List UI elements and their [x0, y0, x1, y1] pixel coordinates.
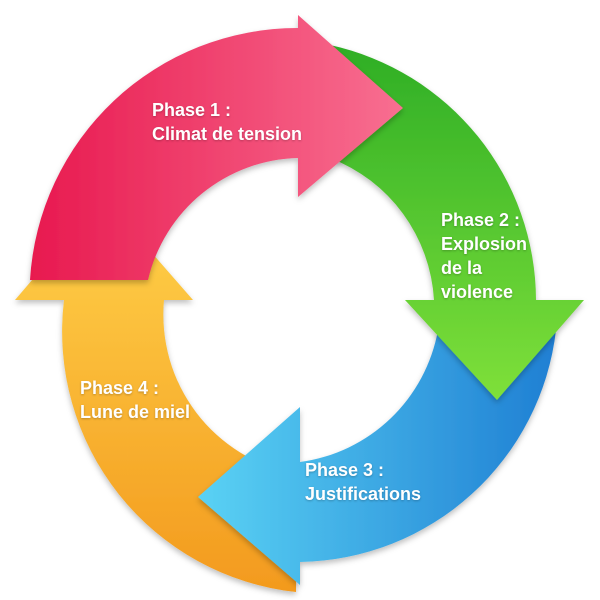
phase-2-description-line-2: de la — [441, 258, 483, 278]
phase-4-label: Phase 4 : Lune de miel — [80, 376, 190, 424]
phase-2-arrow — [330, 45, 584, 400]
phase-4-description: Lune de miel — [80, 402, 191, 422]
phase-3-description: Justifications — [305, 484, 422, 504]
phase-1-arrow — [30, 15, 403, 280]
phase-4-title: Phase 4 : — [80, 378, 160, 398]
phase-1-description: Climat de tension — [152, 124, 303, 144]
phase-1-title: Phase 1 : — [152, 100, 232, 120]
phase-3-label: Phase 3 : Justifications — [305, 458, 421, 506]
phase-2-title: Phase 2 : — [441, 210, 521, 230]
phase-2-description-line-1: Explosion — [441, 234, 528, 254]
phase-3-title: Phase 3 : — [305, 460, 385, 480]
phase-3-arrow — [198, 330, 556, 585]
phase-2-label: Phase 2 : Explosion de la violence — [441, 208, 527, 304]
phase-1-label: Phase 1 : Climat de tension — [152, 98, 302, 146]
phase-2-description-line-3: violence — [441, 282, 514, 302]
